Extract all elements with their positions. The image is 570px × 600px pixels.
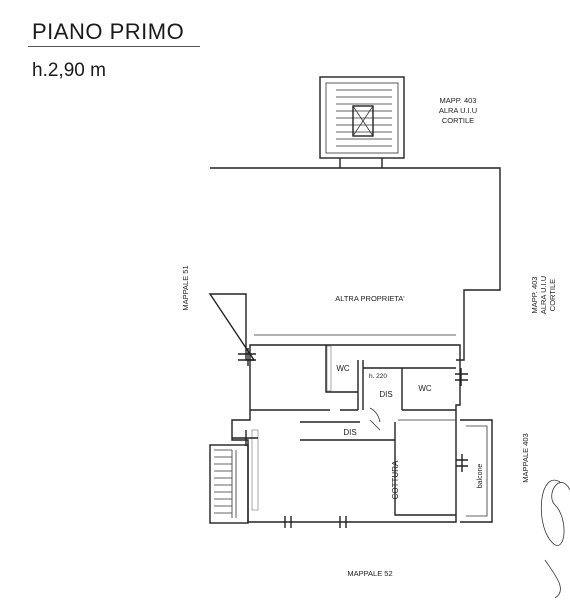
label-mappale-52: MAPPALE 52 — [347, 569, 392, 578]
label-h-220: h. 220 — [369, 373, 387, 380]
label-mapp-403-top-1: MAPP. 403 — [440, 96, 477, 105]
balcone — [460, 419, 493, 523]
label-mapp-403-right-2: ALRA U.I.U — [539, 276, 548, 314]
label-mapp-403-right-1: MAPP. 403 — [530, 277, 539, 314]
floor-height: h.2,90 m — [32, 60, 106, 81]
signature-scribble — [540, 479, 570, 599]
label-mapp-403-right-3: CORTILE — [548, 279, 557, 311]
door-window-marks — [232, 348, 468, 528]
label-dis-small: DIS — [379, 390, 392, 399]
label-mapp-403-top-3: CORTILE — [442, 116, 474, 125]
top-stairwell — [319, 76, 405, 168]
label-mapp-403-top-2: ALRA U.I.U — [439, 106, 477, 115]
interior-walls — [250, 345, 456, 516]
label-balcone: balcone — [477, 464, 484, 489]
title-underline — [28, 46, 200, 47]
label-mappale-403: MAPPALE 403 — [521, 433, 530, 482]
plan-title: PIANO PRIMO — [32, 19, 185, 44]
label-wc-right: WC — [418, 384, 432, 393]
altra-proprieta-outline — [208, 167, 501, 361]
label-dis-main: DIS — [343, 428, 356, 437]
label-cottura: COTTURA — [391, 460, 400, 499]
label-mappale-51: MAPPALE 51 — [181, 265, 190, 310]
lower-stairs — [209, 444, 249, 524]
label-wc-left: WC — [336, 364, 350, 373]
label-altra-proprieta: ALTRA PROPRIETA' — [335, 294, 405, 303]
